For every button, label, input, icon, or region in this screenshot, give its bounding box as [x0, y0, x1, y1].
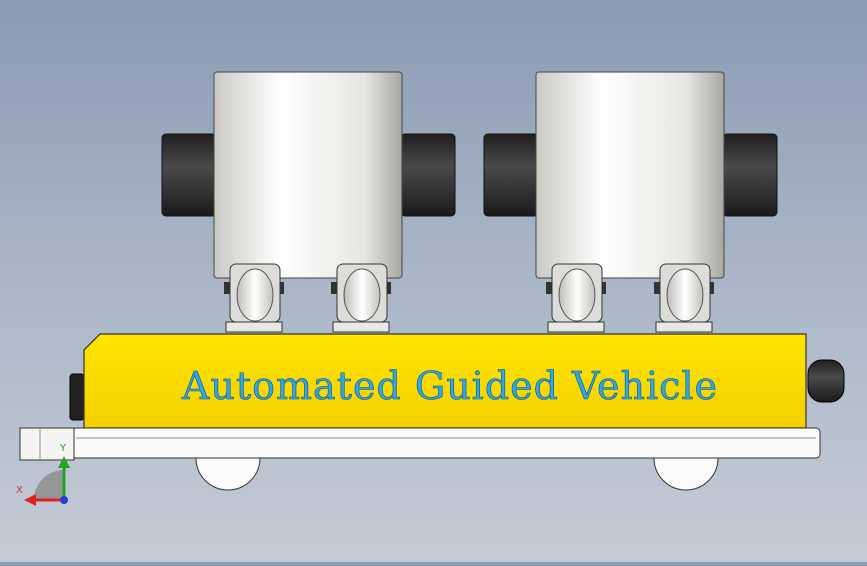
- hitch-block: [19, 427, 75, 461]
- drum-right: [535, 71, 725, 279]
- motor-left-inner: [400, 133, 456, 217]
- drum-assembly-left[interactable]: [161, 71, 456, 333]
- right-end-motor: [807, 359, 845, 403]
- drive-wheel-right: [653, 457, 719, 491]
- triad-arc: [34, 470, 64, 500]
- z-axis-dot: [60, 496, 68, 504]
- drum-assembly-right[interactable]: [483, 71, 778, 333]
- drum-left: [213, 71, 403, 279]
- motor-left-outer: [161, 133, 217, 217]
- caster-4: [654, 263, 714, 333]
- motor-right-inner: [722, 133, 778, 217]
- base-plate: [71, 427, 821, 459]
- coordinate-triad: [24, 456, 70, 506]
- caster-2: [331, 263, 391, 333]
- triad-x-label: X: [16, 485, 23, 496]
- yellow-body: [83, 333, 807, 429]
- drive-wheel-left: [195, 457, 261, 491]
- motor-right-outer: [483, 133, 539, 217]
- agv-chassis[interactable]: [19, 333, 845, 491]
- triad-y-label: Y: [60, 443, 67, 454]
- caster-3: [546, 263, 606, 333]
- left-sensor: [69, 373, 85, 421]
- caster-1: [224, 263, 284, 333]
